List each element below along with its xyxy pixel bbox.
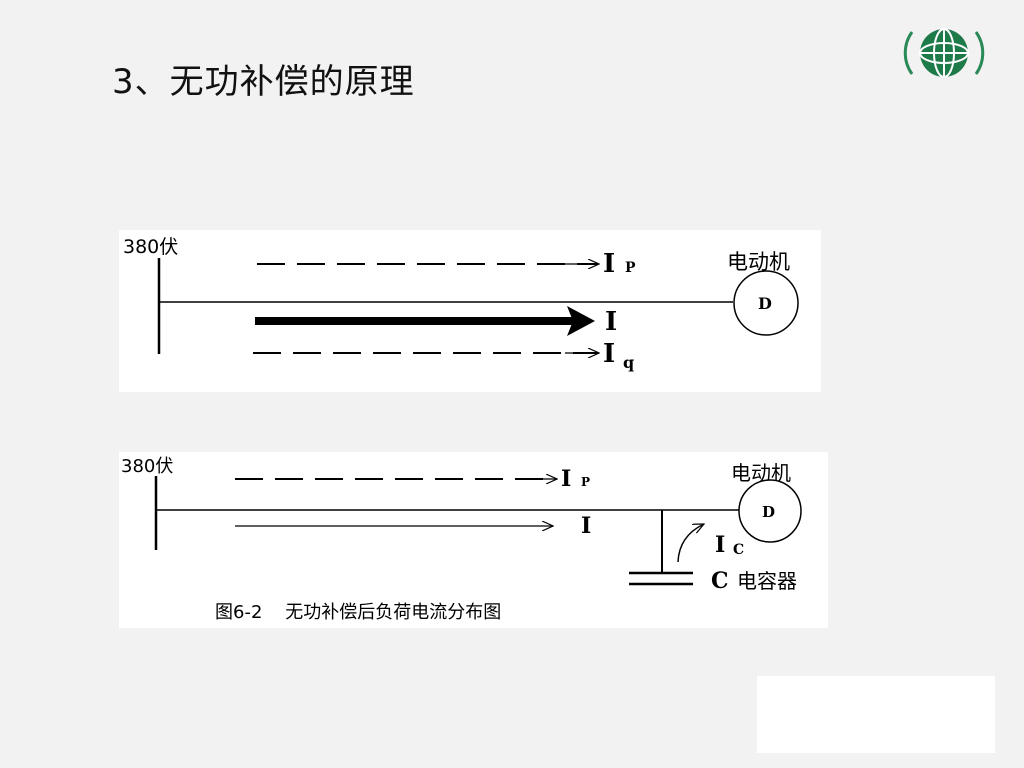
- active-current-label: I: [561, 466, 571, 492]
- reactive-current-label: I: [603, 339, 615, 369]
- blank-area: [757, 676, 995, 753]
- total-current-label: I: [605, 307, 617, 337]
- figure-caption: 图6-2 无功补偿后负荷电流分布图: [215, 602, 501, 623]
- diagram-before-compensation: 380伏 I P I I q 电动机 D: [119, 230, 821, 392]
- reactive-current-subscript: q: [623, 353, 634, 372]
- capacitor-current-label: I: [715, 532, 725, 558]
- capacitor-current-arrow: [677, 523, 704, 563]
- active-current-subscript: P: [625, 260, 636, 276]
- voltage-label: 380伏: [123, 236, 178, 258]
- active-current-subscript: P: [581, 475, 590, 489]
- capacitor-current-subscript: C: [733, 542, 744, 558]
- capacitor-letter: C: [711, 568, 729, 594]
- company-logo: [898, 14, 990, 92]
- active-current-label: I: [603, 249, 615, 279]
- voltage-label: 380伏: [121, 456, 173, 477]
- total-current-arrowhead: [567, 306, 595, 336]
- slide-title: 3、无功补偿的原理: [112, 62, 415, 102]
- motor-label: 电动机: [727, 250, 790, 274]
- total-current-label: I: [581, 513, 591, 539]
- motor-letter: D: [758, 294, 772, 313]
- motor-symbol: [733, 270, 799, 336]
- capacitor-label: 电容器: [737, 569, 797, 593]
- motor-symbol: [738, 479, 802, 543]
- motor-letter: D: [762, 503, 775, 521]
- diagram-after-compensation: 380伏 I P I I C 电动机 D C 电容器 图6-2 无功补偿后负荷电…: [119, 452, 828, 628]
